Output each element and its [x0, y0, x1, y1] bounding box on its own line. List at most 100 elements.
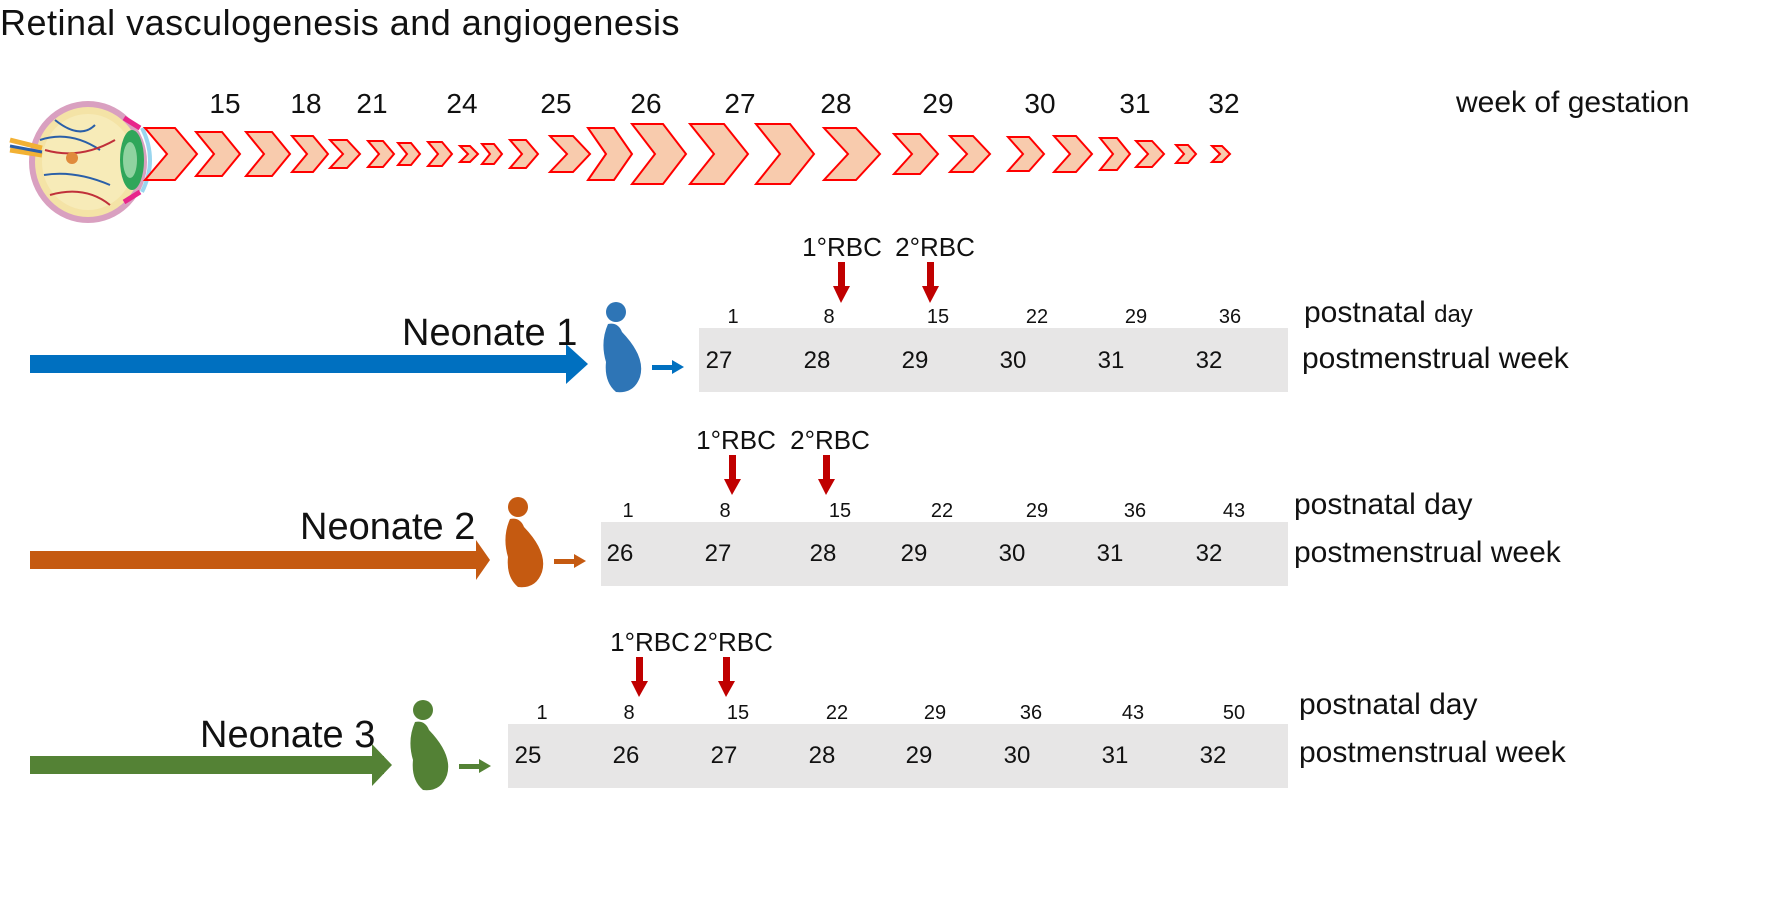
postnatal-day: 8 [719, 500, 731, 522]
postnatal-day: 8 [823, 306, 835, 328]
postmenstrual-week: 29 [901, 347, 929, 374]
gestation-chevrons [142, 123, 1232, 185]
postmenstrual-week: 27 [704, 540, 732, 567]
postmenstrual-week: 25 [514, 742, 542, 769]
chevron-arrow [1173, 144, 1198, 164]
postnatal-day: 22 [930, 500, 954, 522]
rbc-label: 2°RBC [693, 627, 773, 657]
neonate-1-timeline [699, 328, 1288, 392]
chevron-arrow [1133, 140, 1166, 168]
rbc-arrow [631, 657, 648, 697]
chevron-arrow [479, 143, 504, 165]
rbc-arrow [833, 262, 850, 303]
rbc-arrow [818, 455, 835, 495]
chevron-arrow [753, 123, 816, 185]
postnatal-day: 15 [828, 500, 852, 522]
gestation-week-label: 27 [724, 88, 756, 119]
chevron-arrow [243, 131, 292, 177]
chevron-arrow [289, 135, 330, 173]
postnatal-day-label: postnatal day [1304, 296, 1473, 329]
rbc-arrow [922, 262, 939, 303]
rbc-label: 2°RBC [790, 425, 870, 455]
postnatal-day-label: postnatal day [1294, 488, 1473, 521]
gestation-axis-label: week of gestation [1456, 86, 1690, 119]
postmenstrual-week: 30 [998, 540, 1026, 567]
chevron-arrow [947, 135, 992, 173]
postmenstrual-week: 31 [1101, 742, 1129, 769]
postmenstrual-week: 29 [900, 540, 928, 567]
gestation-week-label: 24 [446, 88, 478, 119]
chevron-arrow [142, 127, 199, 181]
gestation-week-label: 25 [540, 88, 572, 119]
chevron-arrow [395, 142, 422, 166]
postmenstrual-week: 32 [1199, 742, 1227, 769]
rbc-label: 1°RBC [610, 627, 690, 657]
gestation-week-label: 29 [922, 88, 954, 119]
neonate-1-label: Neonate 1 [402, 312, 578, 354]
pregnant-woman-icon [505, 497, 544, 588]
postnatal-day: 22 [825, 702, 849, 724]
pregnant-woman-icon [603, 302, 642, 393]
pregnant-woman-icon [410, 700, 449, 791]
chevron-arrow [365, 140, 396, 168]
rbc-arrow [724, 455, 741, 495]
postnatal-day: 15 [726, 702, 750, 724]
chevron-arrow [425, 141, 454, 167]
postmenstrual-week: 26 [606, 540, 634, 567]
neonate-3-arrow [30, 744, 392, 786]
postnatal-day: 29 [1124, 306, 1148, 328]
neonate-2-small-arrow [554, 554, 586, 568]
postmenstrual-week-label: postmenstrual week [1302, 342, 1569, 375]
postnatal-day: 1 [622, 500, 634, 522]
rbc-label: 2°RBC [895, 232, 975, 262]
postnatal-day: 29 [923, 702, 947, 724]
postnatal-day: 43 [1121, 702, 1145, 724]
postnatal-day: 1 [536, 702, 548, 724]
postmenstrual-week-label: postmenstrual week [1299, 736, 1566, 769]
gestation-week-label: 26 [630, 88, 662, 119]
postmenstrual-week: 28 [808, 742, 836, 769]
postnatal-day: 29 [1025, 500, 1049, 522]
postmenstrual-week: 29 [905, 742, 933, 769]
gestation-week-label: 15 [209, 88, 241, 119]
neonate-3-label: Neonate 3 [200, 714, 376, 756]
postnatal-day: 36 [1019, 702, 1043, 724]
chevron-arrow [547, 135, 592, 173]
chevron-arrow [1097, 137, 1132, 171]
chevron-arrow [687, 123, 750, 185]
postmenstrual-week: 32 [1195, 540, 1223, 567]
chevron-arrow [891, 133, 940, 175]
neonate-3-timeline [508, 724, 1288, 788]
postmenstrual-week: 27 [710, 742, 738, 769]
gestation-week-label: 32 [1208, 88, 1240, 119]
postmenstrual-week: 28 [809, 540, 837, 567]
gestation-week-label: 21 [356, 88, 388, 119]
postmenstrual-week-label: postmenstrual week [1294, 536, 1561, 569]
chevron-arrow [327, 139, 362, 169]
gestation-week-label: 18 [290, 88, 322, 119]
page-title: Retinal vasculogenesis and angiogenesis [0, 2, 680, 43]
neonate-2-arrow [30, 540, 490, 580]
postmenstrual-week: 31 [1097, 347, 1125, 374]
neonate-2-label: Neonate 2 [300, 506, 476, 548]
neonate-1-arrow [30, 344, 588, 384]
neonate-2-timeline [601, 522, 1288, 586]
neonate-3-small-arrow [459, 759, 491, 773]
postnatal-day: 8 [623, 702, 635, 724]
chevron-arrow [1051, 135, 1094, 173]
chevron-arrow [457, 145, 480, 163]
postmenstrual-week: 26 [612, 742, 640, 769]
postmenstrual-week: 30 [1003, 742, 1031, 769]
chevron-arrow [193, 131, 242, 177]
postnatal-day: 15 [926, 306, 950, 328]
gestation-week-label: 31 [1119, 88, 1151, 119]
postnatal-day: 36 [1218, 306, 1242, 328]
postnatal-day: 36 [1123, 500, 1147, 522]
chevron-arrow [821, 127, 882, 181]
gestation-week-label: 28 [820, 88, 852, 119]
postnatal-day: 1 [727, 306, 739, 328]
postmenstrual-week: 31 [1096, 540, 1124, 567]
neonate-1-small-arrow [652, 360, 684, 374]
postnatal-day: 50 [1222, 702, 1246, 724]
